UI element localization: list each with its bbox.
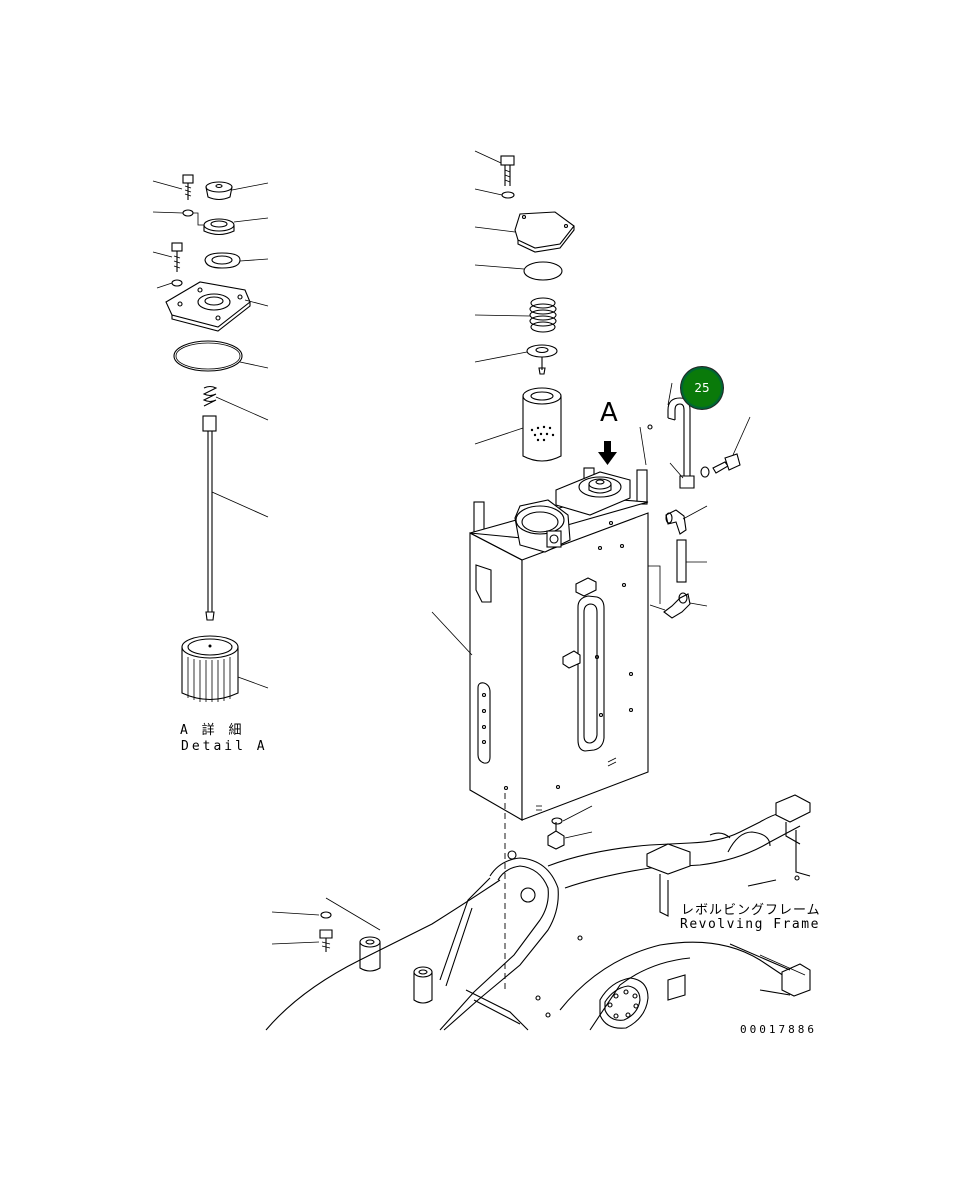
detail-bolt-2	[171, 242, 183, 272]
filter-cover	[514, 211, 575, 253]
detail-rod	[202, 415, 217, 621]
tank-sight-gauge	[577, 595, 605, 752]
drawing-number: 00017886	[740, 1023, 817, 1036]
detail-cover-plate	[165, 281, 251, 332]
tank-side-bracket	[475, 564, 492, 603]
tank-post-1	[473, 501, 485, 533]
tank-suction-port	[514, 499, 571, 553]
mount-hardware	[271, 793, 593, 1004]
tank-level-slot	[477, 682, 491, 764]
filter-spring	[529, 297, 557, 333]
filter-washer	[501, 191, 515, 199]
revolving-frame-en-label: Revolving Frame	[680, 917, 820, 932]
detail-strainer	[181, 635, 239, 702]
filter-element	[522, 387, 562, 462]
detail-o-ring	[173, 340, 243, 372]
filter-o-ring	[523, 261, 563, 281]
revolving-frame	[265, 794, 811, 1031]
detail-a-en-label: Detail A	[181, 739, 268, 754]
revolving-frame-jp-label: レボルビングフレーム	[681, 903, 821, 918]
filter-leader-lines	[474, 150, 531, 445]
filter-valve	[526, 344, 558, 375]
detail-spring	[202, 385, 218, 407]
tank-post-3	[636, 469, 648, 505]
detail-flange	[203, 218, 235, 236]
view-arrow-a	[598, 441, 617, 465]
detail-washer-1	[182, 209, 194, 217]
detail-washer-2	[171, 279, 183, 287]
detail-a-jp-label: A 詳 細	[180, 723, 245, 738]
detail-bolt-1	[182, 174, 194, 200]
detail-cap	[205, 181, 233, 201]
part-callout-number: 25	[694, 381, 710, 395]
filter-bolt	[500, 155, 515, 186]
detail-a-parts	[152, 174, 269, 702]
view-a-letter: A	[600, 398, 618, 428]
detail-leader-lines	[152, 180, 269, 689]
hydraulic-tank	[469, 467, 649, 821]
detail-gasket	[204, 252, 241, 269]
filter-parts	[474, 150, 575, 462]
part-callout-badge[interactable]: 25	[681, 367, 723, 409]
